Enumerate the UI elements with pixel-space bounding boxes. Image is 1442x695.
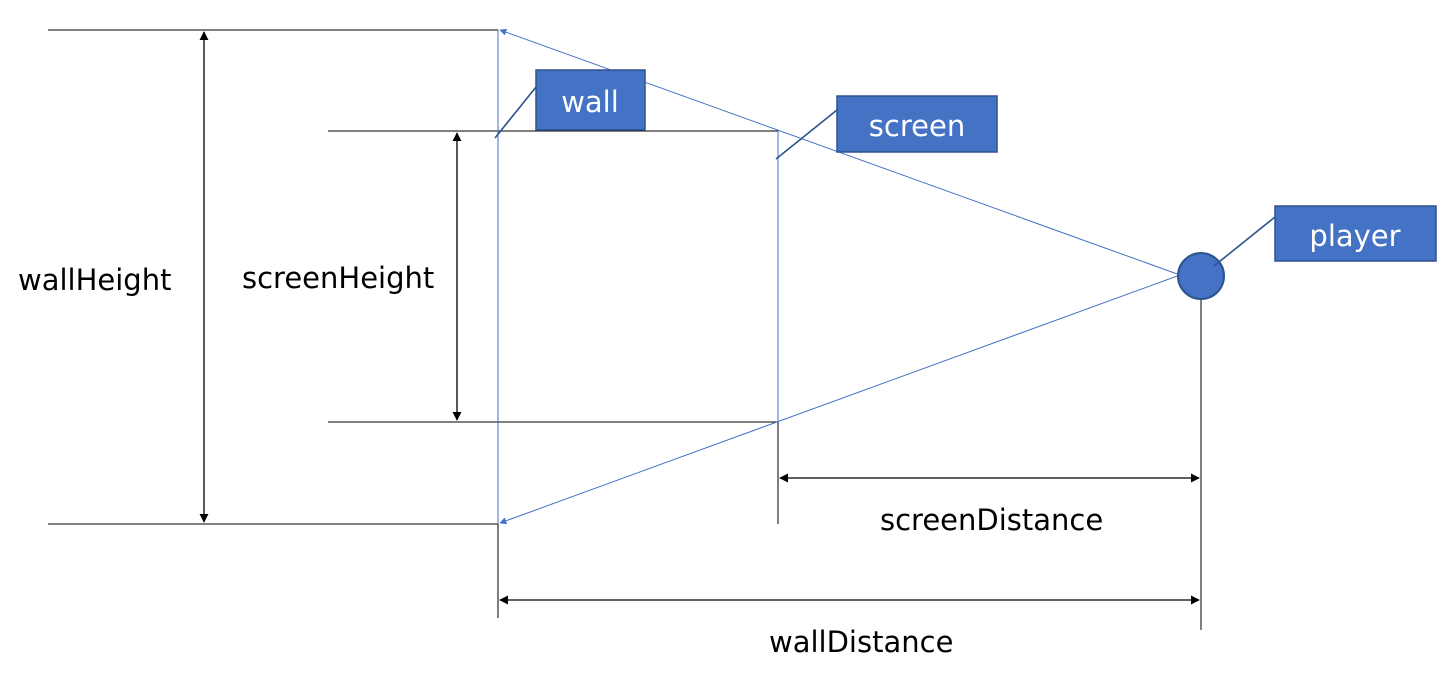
- player-callout-box: [1274, 205, 1437, 262]
- wall-callout-label: wall: [561, 85, 619, 119]
- screen-height-label: screenHeight: [242, 261, 434, 295]
- wall-callout-box: [535, 69, 646, 131]
- wall-distance-label: wallDistance: [769, 625, 953, 659]
- player-icon: [1177, 252, 1225, 300]
- screen-callout-label: screen: [869, 109, 965, 143]
- wall-callout-leader: [494, 86, 537, 139]
- player-callout-leader: [1213, 216, 1276, 267]
- wall-height-label: wallHeight: [18, 263, 171, 297]
- player-callout-label: player: [1309, 219, 1400, 253]
- bottom-ray: [499, 274, 1181, 525]
- screen-callout-box: [836, 95, 998, 153]
- screen-distance-label: screenDistance: [880, 503, 1103, 537]
- screen-callout-leader: [775, 109, 838, 160]
